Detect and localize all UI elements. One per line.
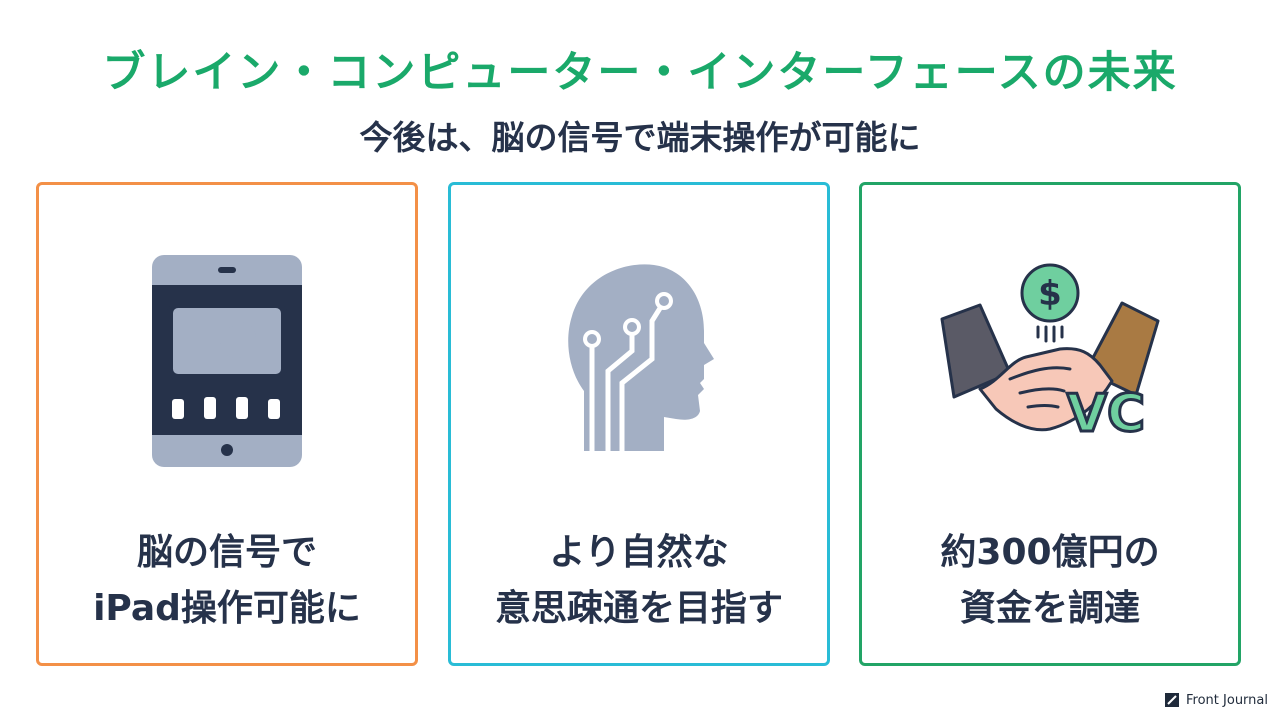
card-funding: $ VC 約300億円の [859, 182, 1241, 666]
front-journal-logo-icon [1165, 693, 1180, 707]
vc-label: VC [1067, 384, 1145, 444]
card-line-1: 脳の信号で [136, 532, 317, 573]
page-subtitle: 今後は、脳の信号で端末操作が可能に [359, 118, 921, 157]
card-line-2: iPad操作可能に [93, 588, 361, 629]
page-title: ブレイン・コンピューター・インターフェースの未来 [102, 48, 1178, 98]
card-line-2: 資金を調達 [959, 588, 1140, 629]
card-ipad-control: 脳の信号で iPad操作可能に [36, 182, 418, 666]
brand-name: Front Journal [1186, 692, 1268, 708]
card-line-1: より自然な [549, 532, 729, 573]
card-text: 脳の信号で iPad操作可能に [39, 525, 415, 637]
brand-logo: Front Journal [1164, 692, 1268, 708]
card-line-1: 約300億円の [940, 532, 1160, 573]
card-natural-communication: より自然な 意思疎通を目指す [448, 182, 830, 666]
card-text: より自然な 意思疎通を目指す [451, 525, 827, 637]
svg-text:$: $ [1038, 274, 1062, 314]
card-line-2: 意思疎通を目指す [494, 588, 783, 629]
card-text: 約300億円の 資金を調達 [862, 525, 1238, 637]
tablet-icon [39, 241, 415, 481]
brain-circuit-head-icon [451, 241, 827, 481]
handshake-money-icon: $ VC [862, 241, 1238, 481]
